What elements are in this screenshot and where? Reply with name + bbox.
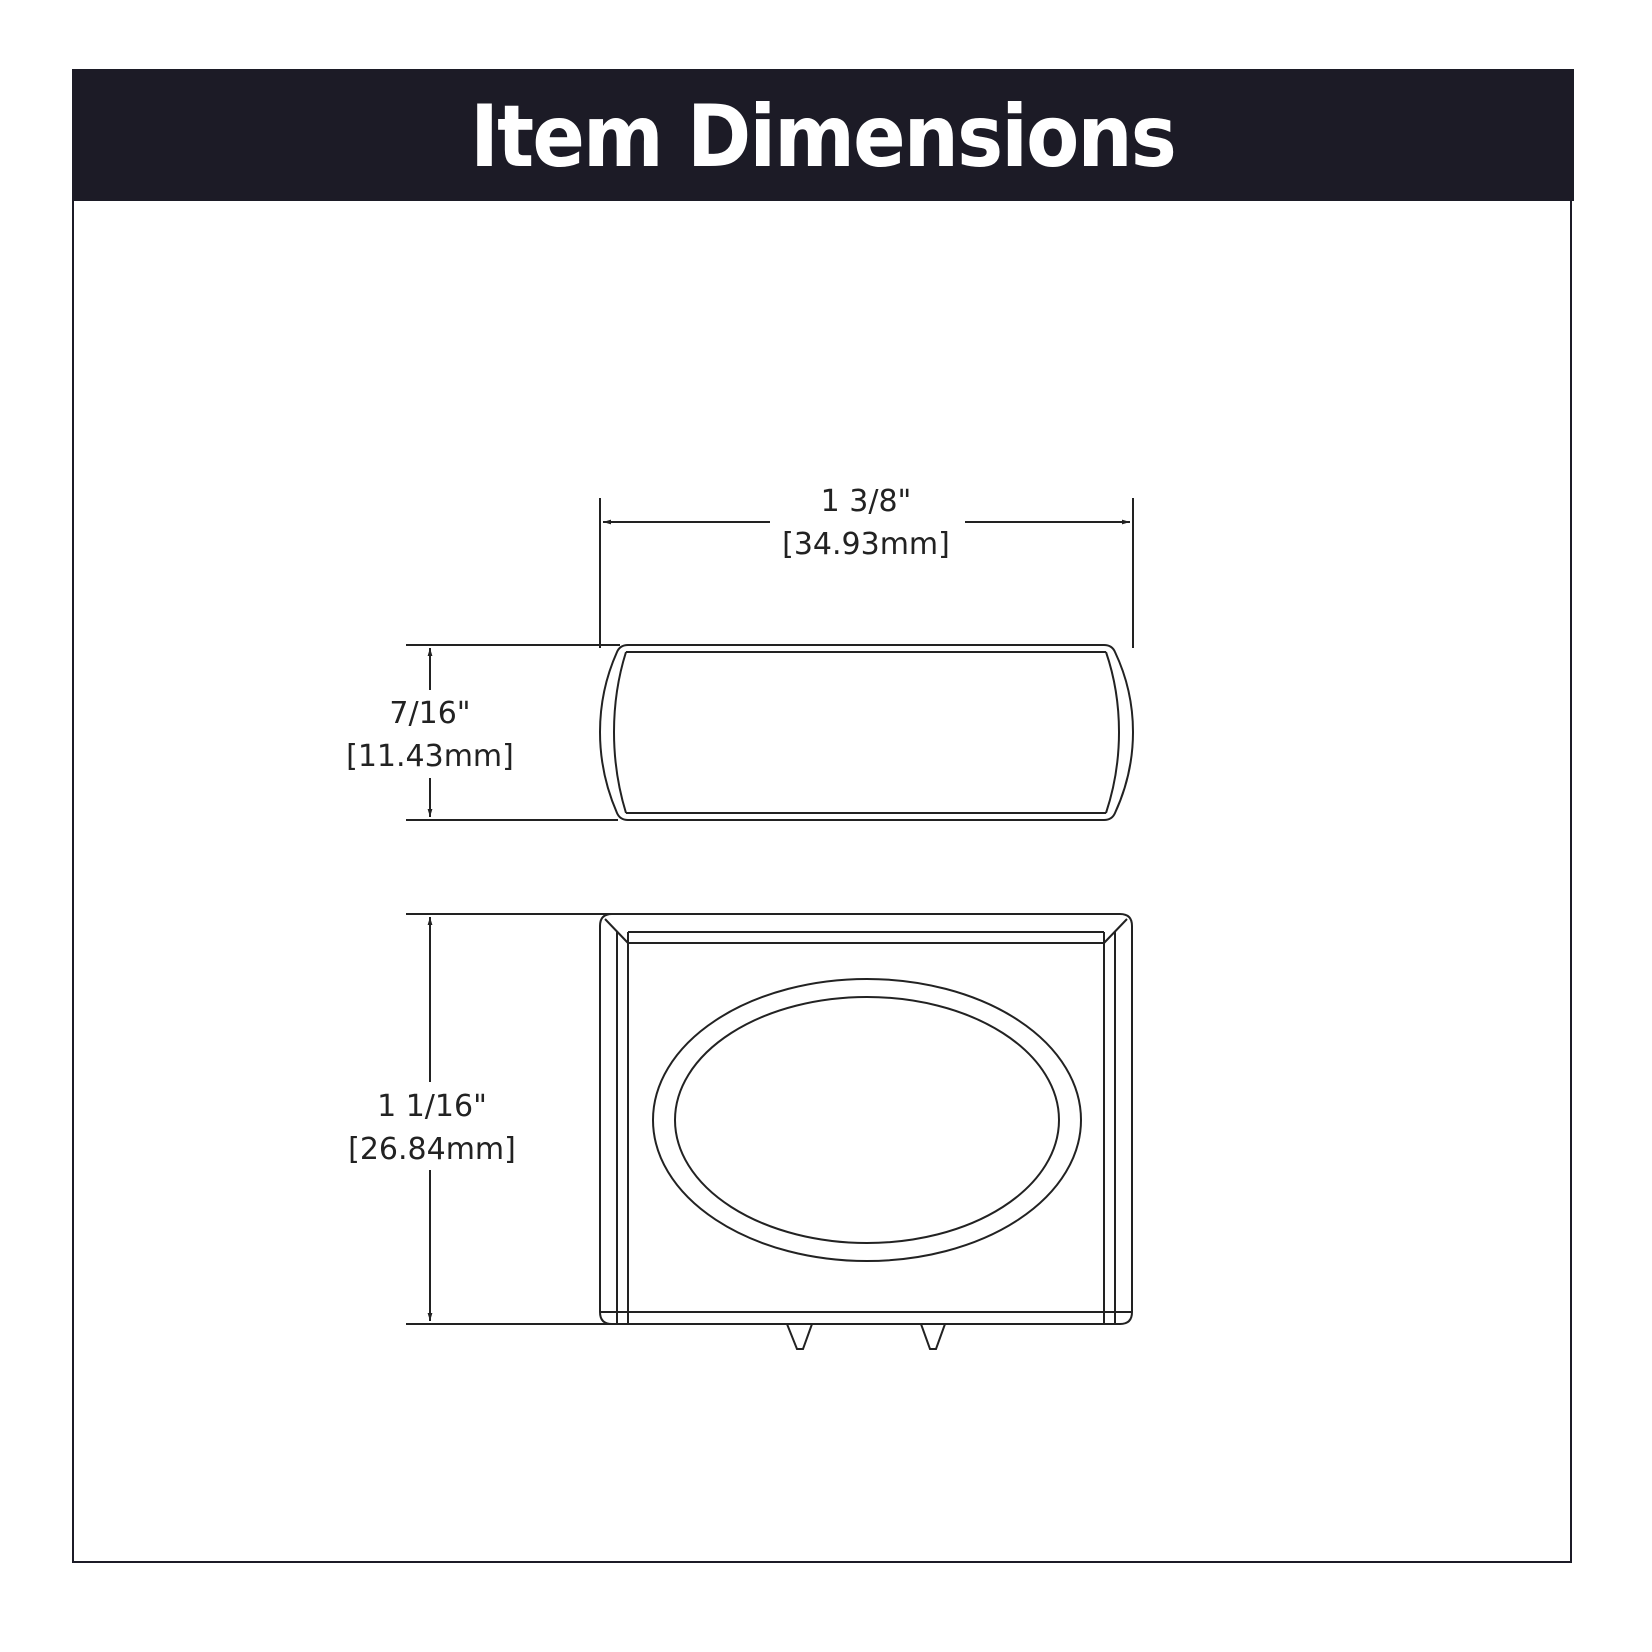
front-height-metric-label: [26.84mm] [348,1132,516,1167]
front-height-dimension [406,913,618,1325]
mounting-leg-right [920,1323,946,1350]
front-height-imperial-label: 1 1/16" [377,1089,487,1124]
side-height-dimension [406,644,620,821]
oval-outer [652,978,1082,1262]
oval-inner [674,996,1060,1244]
side-height-metric-label: [11.43mm] [346,739,514,774]
front-view-shape [599,913,1133,1350]
width-dimension [599,498,1134,648]
side-profile-shape [598,644,1135,821]
width-imperial-label: 1 3/8" [821,484,912,519]
mounting-leg-left [786,1323,813,1350]
drawing-frame [72,69,1572,1563]
width-metric-label: [34.93mm] [782,527,950,562]
side-height-imperial-label: 7/16" [389,696,470,731]
header-banner: Item Dimensions [72,69,1574,201]
page-title: Item Dimensions [470,87,1178,187]
